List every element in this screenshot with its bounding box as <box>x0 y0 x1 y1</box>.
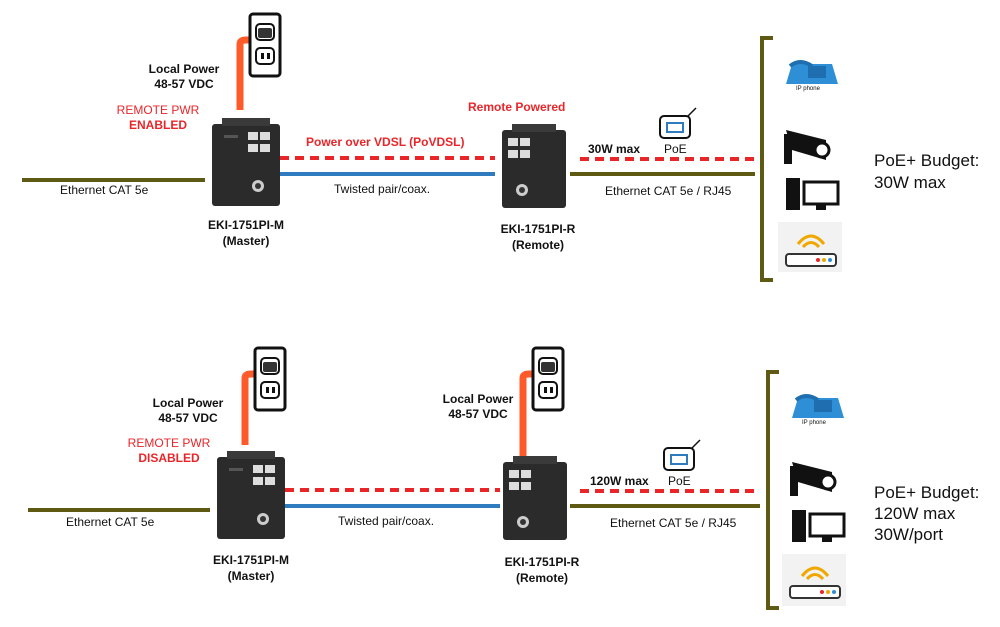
top-desktop-computer-icon <box>786 178 840 210</box>
bottom-remote-state-label: DISABLED <box>138 451 200 465</box>
top-twisted-pair-label: Twisted pair/coax. <box>334 182 431 196</box>
bottom-poe-plug-icon <box>663 439 701 471</box>
top-wall-outlet-icon <box>248 12 282 78</box>
top-wifi-router-icon <box>778 222 842 272</box>
bottom-ip-phone-label: IP phone <box>802 420 826 426</box>
top-remote-state-label: ENABLED <box>128 118 187 132</box>
bottom-master-local-power-label: Local Power <box>152 396 224 410</box>
bottom-ethernet-left-label: Ethernet CAT 5e <box>66 515 155 529</box>
top-voltage-label: 48-57 VDC <box>154 77 214 91</box>
bottom-ethernet-right-label: Ethernet CAT 5e / RJ45 <box>610 516 737 530</box>
top-remote-device-icon <box>502 124 566 208</box>
top-ip-phone-label: IP phone <box>796 86 820 92</box>
top-master-role: (Master) <box>222 234 270 248</box>
top-ethernet-right-label: Ethernet CAT 5e / RJ45 <box>605 184 732 198</box>
bottom-budget-line1: PoE+ Budget: <box>874 483 980 502</box>
bottom-remote-name: EKI-1751PI-R <box>504 555 580 569</box>
top-poe-label: PoE <box>664 142 687 156</box>
bottom-remote-power-cord <box>519 370 540 460</box>
bottom-wifi-router-icon <box>782 554 846 606</box>
bottom-bracket <box>766 370 779 610</box>
bottom-remote-voltage-label: 48-57 VDC <box>448 407 508 421</box>
bottom-remote-role: (Remote) <box>515 571 568 585</box>
bottom-master-power-cord <box>241 370 262 445</box>
bottom-budget-line2: 120W max <box>874 504 956 523</box>
bottom-ip-phone-icon <box>792 394 844 418</box>
top-cctv-camera-icon <box>784 130 831 164</box>
top-budget-line1: PoE+ Budget: <box>874 151 980 170</box>
bottom-master-name: EKI-1751PI-M <box>212 553 290 567</box>
bottom-master-voltage-label: 48-57 VDC <box>158 411 218 425</box>
top-ip-phone-icon <box>786 60 838 84</box>
top-poe-plug-icon <box>659 107 697 139</box>
bottom-remote-pwr-label: REMOTE PWR <box>127 436 211 450</box>
top-power-cord <box>236 36 258 110</box>
top-local-power-label: Local Power <box>148 62 220 76</box>
bottom-master-role: (Master) <box>227 569 275 583</box>
bottom-remote-wall-outlet-icon <box>531 346 565 412</box>
bottom-desktop-computer-icon <box>792 510 846 542</box>
top-remote-pwr-label: REMOTE PWR <box>116 103 200 117</box>
bottom-poe-max-label: 120W max <box>590 474 649 488</box>
bottom-remote-local-power-label: Local Power <box>442 392 514 406</box>
top-master-name: EKI-1751PI-M <box>207 218 285 232</box>
bottom-poe-label: PoE <box>668 474 691 488</box>
top-ethernet-left-label: Ethernet CAT 5e <box>60 183 149 197</box>
bottom-budget-line3: 30W/port <box>874 525 943 544</box>
top-remote-role: (Remote) <box>511 238 564 252</box>
top-master-device-icon <box>212 118 280 206</box>
top-remote-powered-label: Remote Powered <box>468 100 566 114</box>
bottom-master-wall-outlet-icon <box>253 346 287 412</box>
bottom-twisted-pair-label: Twisted pair/coax. <box>338 514 435 528</box>
top-poe-max-label: 30W max <box>588 142 641 156</box>
top-budget-line2: 30W max <box>874 173 946 192</box>
top-bracket <box>760 36 773 282</box>
bottom-cctv-camera-icon <box>790 462 837 496</box>
bottom-master-device-icon <box>217 451 285 539</box>
top-remote-name: EKI-1751PI-R <box>500 222 576 236</box>
bottom-remote-device-icon <box>503 456 567 540</box>
top-povdsl-label: Power over VDSL (PoVDSL) <box>306 135 465 149</box>
